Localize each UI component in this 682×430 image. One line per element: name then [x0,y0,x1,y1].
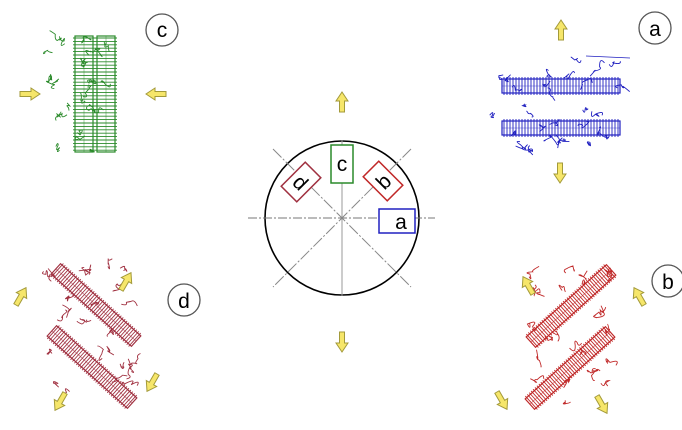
shear-arrow-icon [142,371,162,394]
label-d: d [178,290,190,313]
shear-arrow-icon [11,285,31,308]
down-arrow-icon [336,332,348,352]
orientation-box-a: a [379,209,415,234]
label-b: b [662,271,674,294]
panel-d: d [11,259,200,414]
shear-arrow-icon [592,393,612,416]
label-c: c [157,19,168,42]
lamellae-a [490,56,630,155]
orientation-box-b: b [363,161,403,201]
up-arrow-icon [336,92,348,112]
down-arrow-icon [554,163,566,183]
orientation-box-c: c [331,145,353,183]
lamellae-c [43,31,117,152]
panel-a: a [490,12,671,183]
panel-b: b [492,263,682,416]
orientation-box-d: d [281,162,321,202]
shear-arrow-icon [50,390,70,413]
lamellae-b [524,263,617,411]
up-arrow-icon [555,20,567,40]
orientation-wheel: c a b d [248,92,435,352]
box-label-a: a [395,211,407,234]
shear-arrow-icon [492,389,512,412]
shear-arrow-icon [629,285,649,308]
box-label-c: c [337,153,348,176]
label-a: a [649,18,661,41]
compress-arrow-icon [146,88,166,100]
panel-c: c [20,14,178,152]
compress-arrow-icon [20,88,40,100]
